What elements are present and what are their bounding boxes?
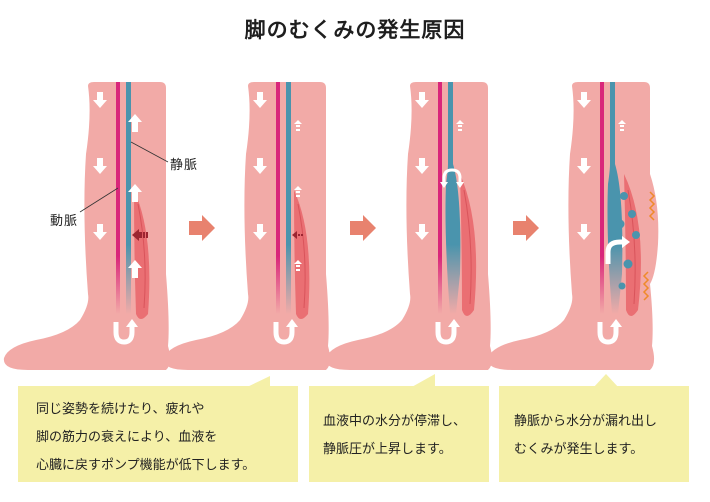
caption-line: 静脈から水分が漏れ出し <box>514 414 658 429</box>
caption-tail-2 <box>410 374 435 388</box>
caption-line: 脚の筋力の衰えにより、血液を <box>36 430 218 445</box>
caption-line: 血液中の水分が停滞し、 <box>323 414 467 429</box>
leg-stage-3 <box>325 82 493 370</box>
leg-illustrations <box>3 82 659 370</box>
artery-label: 動脈 <box>50 214 79 229</box>
caption-box-2: 血液中の水分が停滞し、 静脈圧が上昇します。 <box>309 386 489 482</box>
caption-line: むくみが発生します。 <box>514 442 644 457</box>
caption-box-1: 同じ姿勢を続けたり、疲れや 脚の筋力の衰えにより、血液を 心臓に戻すポンプ機能が… <box>18 386 298 482</box>
leg-stage-4 <box>487 82 659 370</box>
caption-line: 同じ姿勢を続けたり、疲れや <box>36 402 205 417</box>
caption-line: 心臓に戻すポンプ機能が低下します。 <box>36 458 256 473</box>
leg-stage-2 <box>163 82 331 370</box>
caption-tail-3 <box>593 374 619 388</box>
caption-box-3: 静脈から水分が漏れ出し むくみが発生します。 <box>499 386 689 482</box>
caption-tail-1 <box>245 376 270 388</box>
vein-label: 静脈 <box>170 158 199 173</box>
diagram-title: 脚のむくみの発生原因 <box>244 18 466 42</box>
leg-stage-1 <box>3 82 171 370</box>
caption-line: 静脈圧が上昇します。 <box>323 442 452 457</box>
